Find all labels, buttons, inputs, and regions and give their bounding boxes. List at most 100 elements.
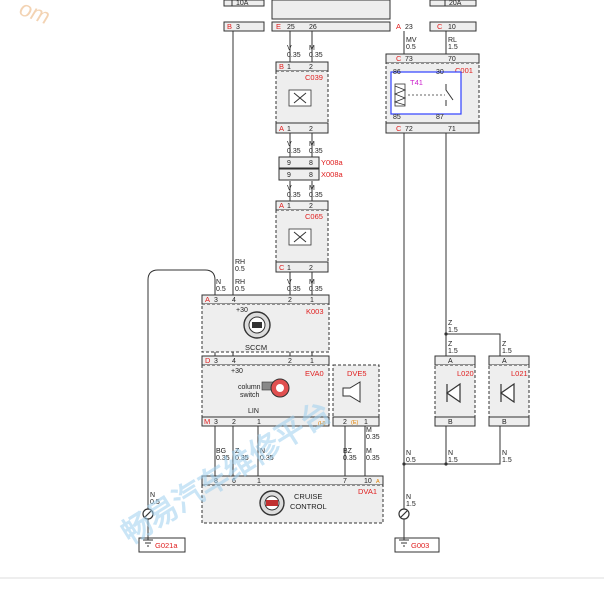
connector-dve5: DVE5 2 (E) 1 (332, 364, 380, 427)
svg-text:RL1.5: RL1.5 (448, 37, 458, 51)
eva0-conn-d: D (205, 356, 211, 365)
c039-label: C039 (305, 73, 323, 82)
svg-text:V0.35: V0.35 (287, 141, 301, 155)
cruise-label-2: CONTROL (290, 502, 327, 511)
corner-watermark: om (16, 0, 53, 29)
k003-pin-3: 3 (214, 297, 218, 304)
svg-text:M0.35: M0.35 (309, 141, 323, 155)
connector-k003: A 3 4 2 1 +30 K003 SCCM (201, 294, 330, 353)
svg-text:Z1.5: Z1.5 (502, 341, 512, 355)
conn-a-label: A (396, 22, 401, 31)
conn-c-label: C (437, 22, 443, 31)
top-fuse-block: 10A 20A B 3 E 25 26 A 23 C 10 (223, 0, 477, 32)
svg-text:N0.35: N0.35 (260, 448, 274, 462)
relay-pin-85: 85 (393, 114, 401, 121)
c065-pin-c1: 1 (287, 265, 291, 272)
ground-g021a: G021a (138, 508, 186, 553)
horn-icon (342, 381, 361, 403)
eva0-pin-2: 2 (288, 358, 292, 365)
pin-b3: 3 (236, 24, 240, 31)
svg-text:BZ0.35: BZ0.35 (343, 448, 357, 462)
dve5-pin-1: 1 (364, 419, 368, 426)
sccm-label: SCCM (245, 343, 267, 352)
svg-text:N0.5: N0.5 (216, 279, 226, 293)
dva1-pin-1: 1 (257, 478, 261, 485)
x008a-pin-9: 9 (287, 172, 291, 179)
wires (147, 31, 501, 540)
k003-plus30: +30 (236, 307, 248, 314)
connector-l020: A L020 B (434, 355, 476, 427)
svg-text:Z0.35: Z0.35 (235, 448, 249, 462)
eva0-plus30: +30 (231, 368, 243, 375)
c001-label: C001 (455, 66, 473, 75)
eva0-conn-m: M (204, 417, 210, 426)
relay-pin-30: 30 (436, 69, 444, 76)
c065-pin-c2: 2 (309, 265, 313, 272)
steering-wheel-icon (243, 311, 271, 339)
c001-conn-c-bottom: C (396, 124, 402, 133)
l020-pin-a: A (448, 358, 453, 365)
svg-text:N0.5: N0.5 (406, 450, 416, 464)
dve5-label: DVE5 (347, 369, 367, 378)
svg-text:N1.5: N1.5 (448, 450, 458, 464)
svg-text:BG0.35: BG0.35 (216, 448, 230, 462)
c039-conn-b: B (279, 62, 284, 71)
dva1-pin-6: 6 (232, 478, 236, 485)
l021-pin-a: A (502, 358, 507, 365)
c001-pin-71: 71 (448, 126, 456, 133)
eva0-pin-m2: 2 (232, 419, 236, 426)
svg-text:RH0.5: RH0.5 (235, 279, 245, 293)
svg-text:V0.35: V0.35 (287, 45, 301, 59)
connector-c065: A 1 2 C065 C 1 2 (275, 200, 329, 273)
connector-dva1: 8 6 1 7 10 A DVA1 CRUISE CONTROL (201, 475, 384, 524)
dva1-pin-10: 10 (364, 478, 372, 485)
speaker-l020-icon (445, 382, 461, 404)
relay-pin-86: 86 (393, 69, 401, 76)
c001-conn-c-top: C (396, 54, 402, 63)
svg-text:RH0.5: RH0.5 (235, 259, 245, 273)
eva0-pin-3: 3 (214, 358, 218, 365)
t41-label: T41 (410, 78, 423, 87)
ground-g003: G003 (394, 508, 440, 553)
pin-e25: 25 (287, 24, 295, 31)
y008a-pin-8: 8 (309, 160, 313, 167)
c065-conn-c: C (279, 263, 285, 272)
svg-text:Z1.5: Z1.5 (448, 341, 458, 355)
conn-b-label: B (227, 22, 232, 31)
svg-text:M0.35: M0.35 (309, 45, 323, 59)
svg-text:V0.35: V0.35 (287, 185, 301, 199)
svg-text:Z1.5: Z1.5 (448, 320, 458, 334)
g021a-label: G021a (155, 541, 178, 550)
svg-text:MV0.5: MV0.5 (406, 37, 417, 51)
l020-pin-b: B (448, 419, 453, 426)
dva1-pin-8: 8 (214, 478, 218, 485)
svg-text:M0.35: M0.35 (366, 427, 380, 441)
c039-conn-a: A (279, 124, 284, 133)
relay-pin-87: 87 (436, 114, 444, 121)
svg-text:N0.5: N0.5 (150, 492, 160, 506)
c065-label: C065 (305, 212, 323, 221)
dva1-label: DVA1 (358, 487, 377, 496)
k003-label: K003 (306, 307, 324, 316)
eva0-pin-m1: 1 (257, 419, 261, 426)
svg-text:M0.35: M0.35 (309, 185, 323, 199)
connector-c039: B 1 2 C039 A 1 2 (275, 61, 329, 134)
l020-label: L020 (457, 369, 474, 378)
y008a-label: Y008a (321, 158, 344, 167)
